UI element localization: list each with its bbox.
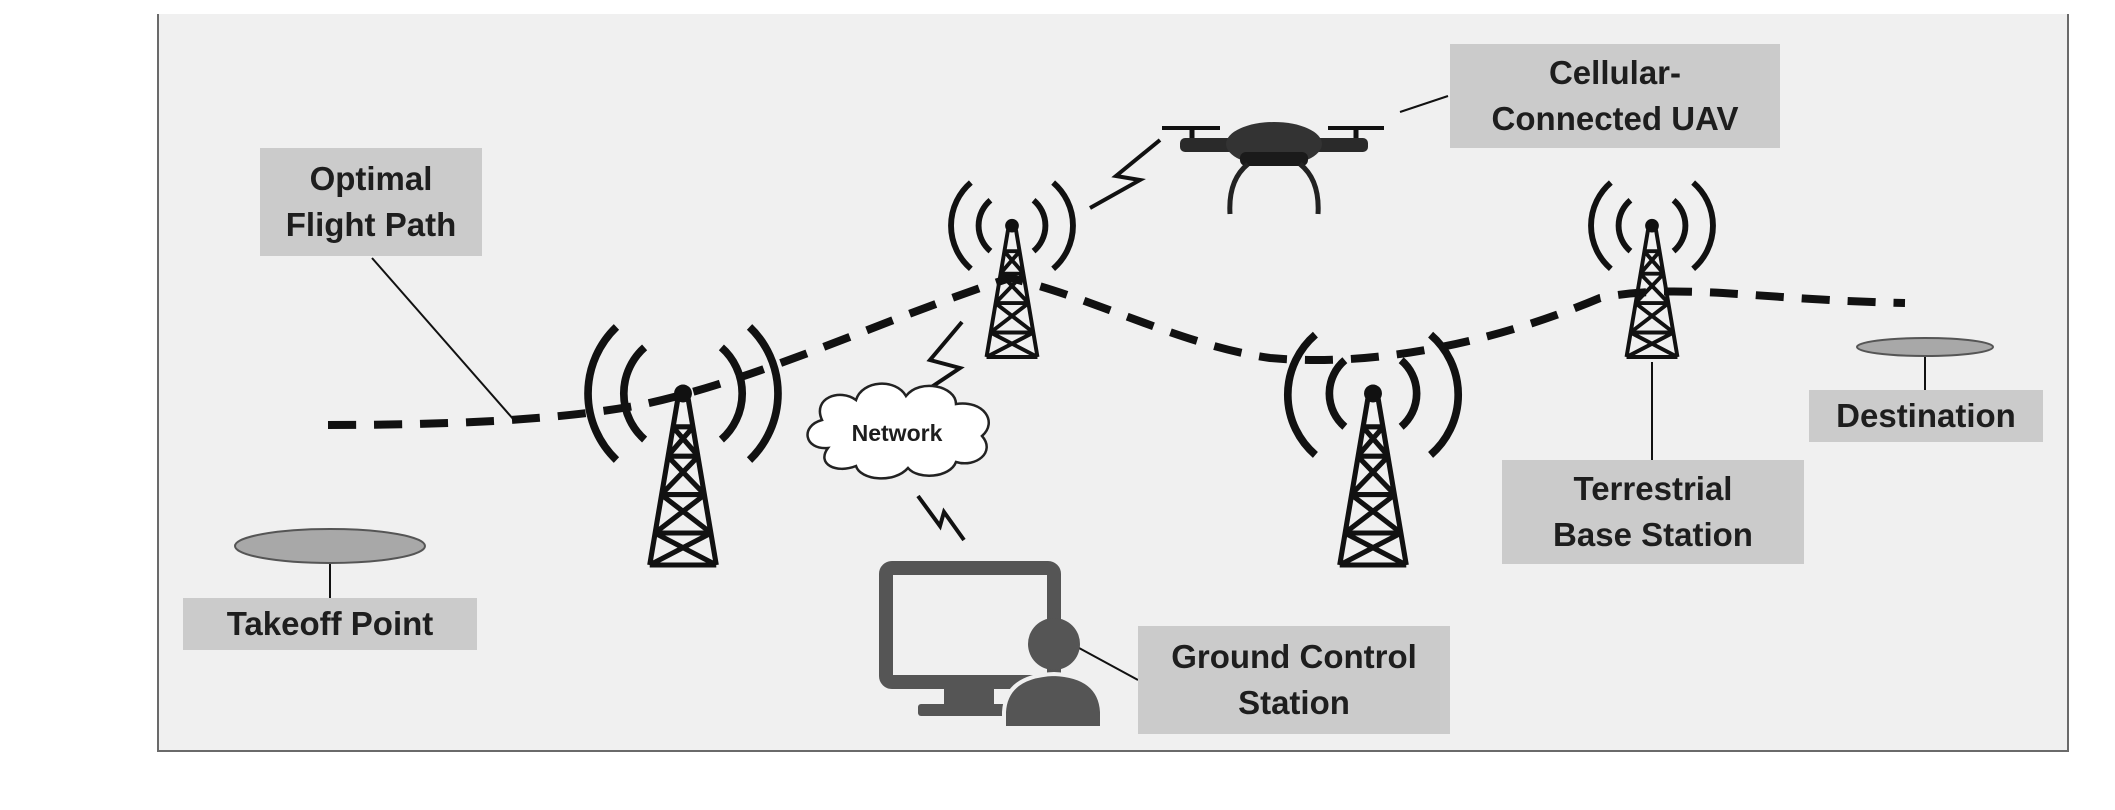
lightning-link-icon: [1089, 138, 1162, 210]
landing-pad-icon: [1856, 337, 1994, 357]
uav-leader: [1399, 95, 1449, 113]
cloud-icon: [806, 382, 990, 480]
tower-icon: [1284, 331, 1462, 565]
gcs-leader: [1067, 641, 1139, 681]
flight-path-line: [327, 273, 1906, 429]
label-optimal-flight-path: Optimal Flight Path: [260, 148, 482, 256]
tower-icon: [584, 324, 782, 565]
drone-icon: [1162, 122, 1384, 215]
label-ground-control-station: Ground Control Station: [1138, 626, 1450, 734]
tower-icon: [1588, 180, 1716, 359]
lightning-link-icon: [922, 320, 965, 394]
label-cellular-uav: Cellular- Connected UAV: [1450, 44, 1780, 148]
tower-icon: [948, 180, 1076, 359]
label-destination: Destination: [1809, 390, 2043, 442]
flight-path-leader: [371, 257, 515, 421]
landing-pad-icon: [234, 528, 426, 564]
person-icon: [1002, 618, 1104, 730]
label-terrestrial-base-station: Terrestrial Base Station: [1502, 460, 1804, 564]
network-label: Network: [851, 420, 943, 446]
lightning-link-icon: [916, 494, 966, 542]
label-takeoff-point: Takeoff Point: [183, 598, 477, 650]
